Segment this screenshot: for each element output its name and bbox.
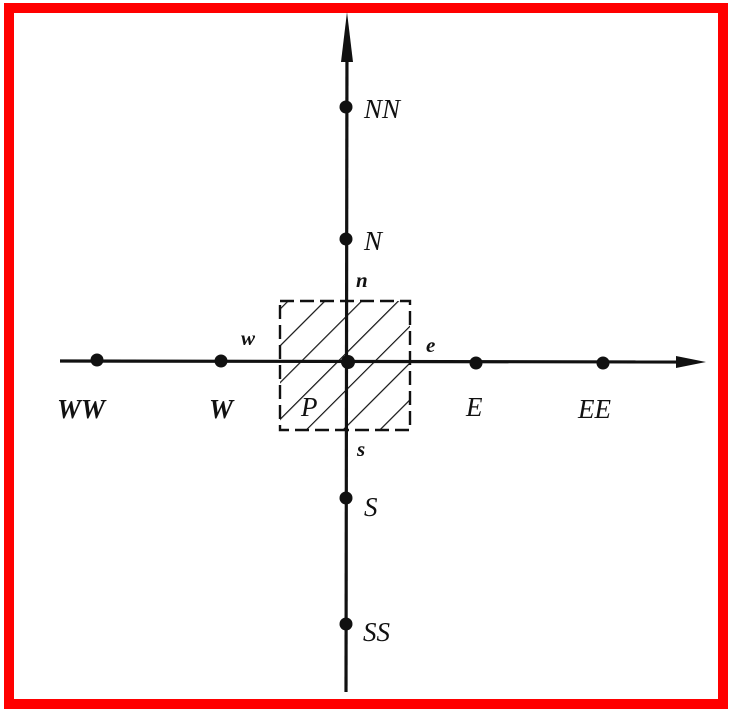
face-label-s: s (356, 437, 365, 461)
node-label-w: W (209, 394, 235, 424)
node-point-n (339, 232, 353, 246)
node-label-s: S (364, 492, 378, 522)
node-label-ww: WW (57, 394, 107, 424)
node-point-nn (339, 100, 353, 114)
node-label-ss: SS (363, 617, 391, 647)
node-label-n: N (363, 226, 384, 256)
red-frame (4, 3, 728, 709)
node-point-s (339, 491, 353, 505)
node-point-ee (596, 356, 610, 370)
node-point-p (341, 355, 355, 369)
node-point-ww (90, 353, 104, 367)
face-label-e: e (426, 333, 435, 357)
vertical-arrow-head (341, 12, 353, 62)
face-label-n: n (356, 268, 368, 292)
node-point-ss (339, 617, 353, 631)
node-label-e: E (465, 392, 483, 422)
horizontal-arrow-head (676, 356, 706, 368)
node-label-ee: EE (577, 394, 611, 424)
face-label-w: w (241, 326, 256, 350)
node-label-nn: NN (363, 94, 402, 124)
node-point-e (469, 356, 483, 370)
node-point-w (214, 354, 228, 368)
horizontal-axis (59, 356, 706, 368)
node-label-p: P (300, 392, 318, 422)
